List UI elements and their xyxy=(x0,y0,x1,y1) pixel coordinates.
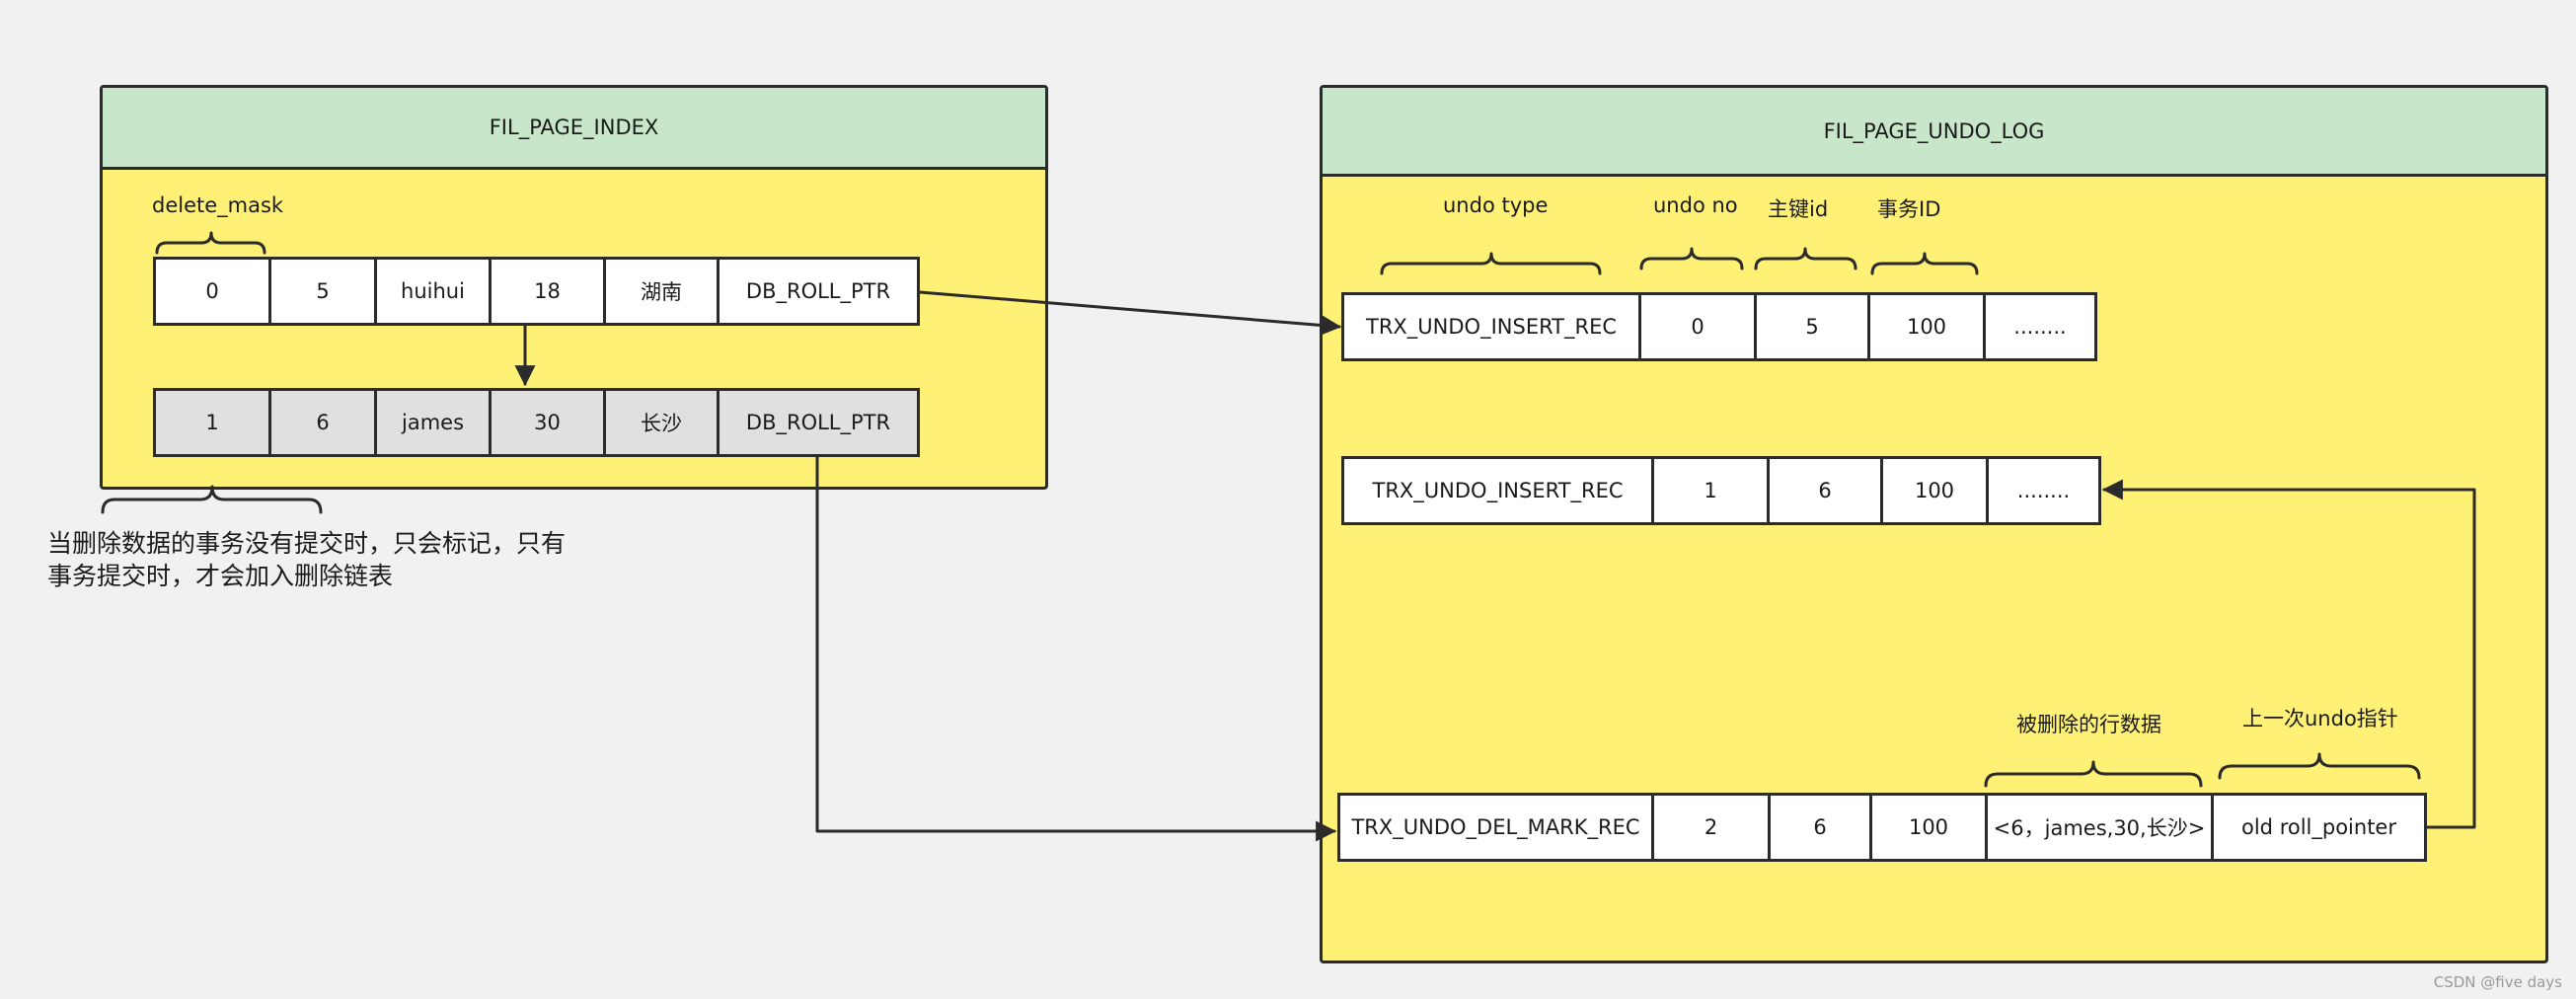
undo-cell: 1 xyxy=(1654,459,1770,522)
index-cell: 6 xyxy=(271,391,377,454)
undo-record-3: TRX_UNDO_DEL_MARK_REC 2 6 100 <6，james,3… xyxy=(1337,793,2427,862)
index-record-row-2: 1 6 james 30 长沙 DB_ROLL_PTR xyxy=(153,388,920,457)
arrow-index-to-insert-rec xyxy=(918,290,1342,336)
undo-cell: 6 xyxy=(1770,459,1883,522)
delete-mask-brace xyxy=(155,231,266,255)
undo-cell: TRX_UNDO_INSERT_REC xyxy=(1344,295,1641,358)
row-brace xyxy=(101,485,323,514)
index-cell: 5 xyxy=(271,260,377,323)
undo-record-2: TRX_UNDO_INSERT_REC 1 6 100 ........ xyxy=(1341,456,2101,525)
fil-page-undo-log-title: FIL_PAGE_UNDO_LOG xyxy=(1323,88,2545,177)
undo-type-brace xyxy=(1380,252,1602,275)
undo-cell: 100 xyxy=(1870,295,1986,358)
undo-no-label: undo no xyxy=(1653,193,1738,217)
undo-cell: 100 xyxy=(1872,796,1988,859)
primary-key-label: 主键id xyxy=(1768,197,1829,221)
undo-cell: 0 xyxy=(1641,295,1757,358)
delete-note-line-2: 事务提交时，才会加入删除链表 xyxy=(47,562,394,590)
deleted-row-brace xyxy=(1984,760,2203,788)
undo-record-1: TRX_UNDO_INSERT_REC 0 5 100 ........ xyxy=(1341,292,2097,361)
arrow-old-pointer-to-insert-rec xyxy=(2101,479,2476,829)
prev-undo-pointer-brace xyxy=(2218,752,2421,780)
undo-cell: 5 xyxy=(1757,295,1870,358)
deleted-row-label: 被删除的行数据 xyxy=(2016,713,2161,736)
trx-id-label: 事务ID xyxy=(1877,197,1941,221)
primary-key-brace xyxy=(1754,247,1857,270)
index-record-row-1: 0 5 huihui 18 湖南 DB_ROLL_PTR xyxy=(153,257,920,326)
undo-cell: ........ xyxy=(2016,479,2071,502)
index-cell: 0 xyxy=(156,260,271,323)
undo-cell: TRX_UNDO_DEL_MARK_REC xyxy=(1340,796,1654,859)
trx-id-brace xyxy=(1870,252,1979,275)
index-cell: DB_ROLL_PTR xyxy=(745,279,891,303)
delete-mask-label: delete_mask xyxy=(152,193,284,217)
undo-type-label: undo type xyxy=(1443,193,1549,217)
index-cell: 长沙 xyxy=(606,391,720,454)
index-cell: 湖南 xyxy=(606,260,720,323)
prev-undo-pointer-label: 上一次undo指针 xyxy=(2242,707,2398,730)
index-cell: james xyxy=(377,391,492,454)
delete-note: 当删除数据的事务没有提交时，只会标记，只有 事务提交时，才会加入删除链表 xyxy=(47,527,566,592)
fil-page-index-title: FIL_PAGE_INDEX xyxy=(103,88,1045,170)
undo-cell: TRX_UNDO_INSERT_REC xyxy=(1344,459,1654,522)
undo-cell: old roll_pointer xyxy=(2241,815,2396,839)
undo-cell: ........ xyxy=(2013,315,2067,339)
undo-cell: <6，james,30,长沙> xyxy=(1988,796,2214,859)
undo-cell: 2 xyxy=(1654,796,1771,859)
arrow-index-to-del-mark-rec xyxy=(815,455,1337,842)
undo-no-brace xyxy=(1639,247,1744,270)
index-cell: 1 xyxy=(156,391,271,454)
index-cell: 30 xyxy=(492,391,606,454)
index-cell: 18 xyxy=(492,260,606,323)
undo-cell: 100 xyxy=(1883,459,1989,522)
index-cell: DB_ROLL_PTR xyxy=(745,411,891,434)
index-cell: huihui xyxy=(377,260,492,323)
undo-cell: 6 xyxy=(1771,796,1872,859)
watermark: CSDN @five days xyxy=(2433,973,2562,991)
delete-note-line-1: 当删除数据的事务没有提交时，只会标记，只有 xyxy=(47,529,567,558)
